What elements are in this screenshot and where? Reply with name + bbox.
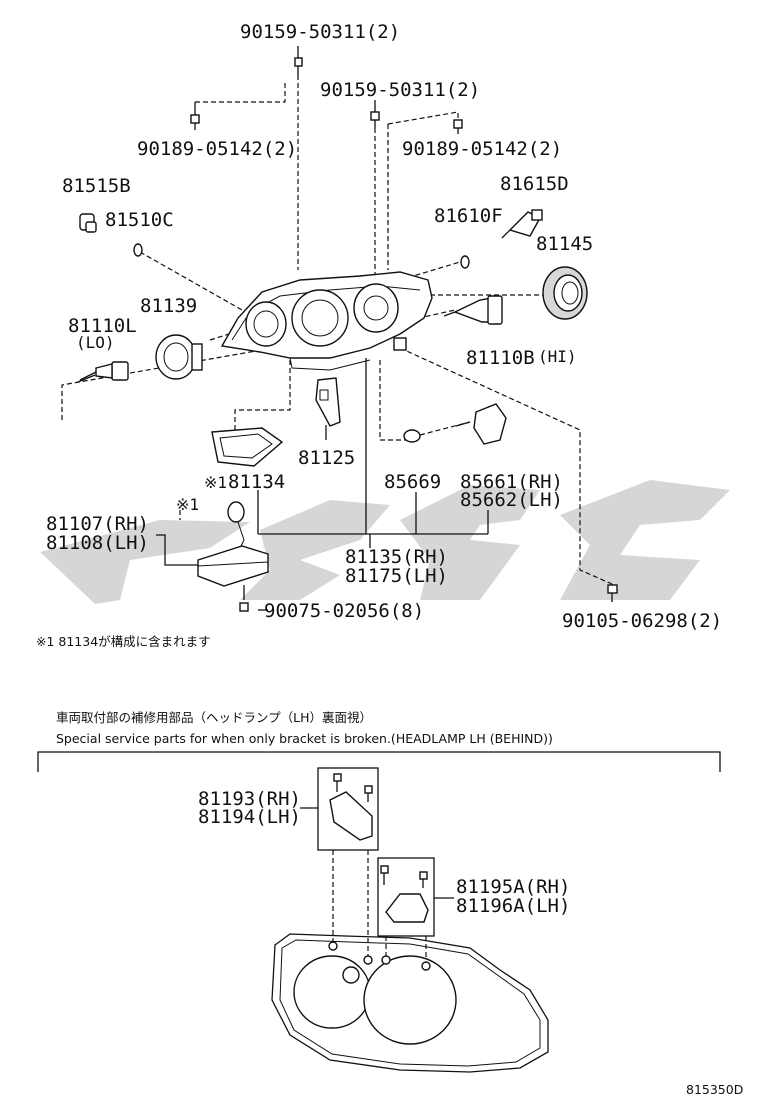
watermark-logo: [40, 480, 730, 604]
label-85669: 85669: [384, 471, 441, 493]
label-81125: 81125: [298, 447, 355, 469]
label-90075: 90075-02056(8): [264, 600, 424, 622]
label-81194: 81194(LH): [198, 806, 301, 828]
label-81610F: 81610F: [434, 205, 503, 227]
label-81510C: 81510C: [105, 209, 174, 231]
label-81135: 81135(RH): [345, 546, 448, 568]
label-81134: 81134: [228, 471, 285, 493]
bulb-81110L-icon: [79, 361, 129, 381]
section-frame: [37, 751, 721, 772]
diagram-id: 815350D: [686, 1082, 743, 1097]
label-85662: 85662(LH): [460, 489, 563, 511]
label-81515B: 81515B: [62, 175, 131, 197]
headlamp-rear-outline: [271, 933, 549, 1073]
bracket-section: 車両取付部の補修用部品（ヘッドランプ（LH）裏面視） Special servi…: [37, 710, 743, 1097]
bolt-90075-icon: [239, 602, 249, 612]
section-title-jp: 車両取付部の補修用部品（ヘッドランプ（LH）裏面視）: [56, 710, 372, 725]
part-shapes: [79, 57, 618, 612]
label-81193: 81193(RH): [198, 788, 301, 810]
section-title-en: Special service parts for when only brac…: [56, 731, 553, 746]
ballast-81107-icon: [197, 501, 269, 587]
label-81107: 81107(RH): [46, 513, 149, 535]
label-81134-mark: ※1: [204, 473, 227, 492]
label-81108: 81108(LH): [46, 532, 149, 554]
bolt-90189-right-icon: [453, 119, 463, 134]
bolt-90105-icon: [607, 584, 618, 594]
oring-85669-icon: [403, 429, 421, 443]
label-81110B-sub: (HI): [538, 347, 577, 366]
label-81615D: 81615D: [500, 173, 569, 195]
label-81107-mark: ※1: [176, 495, 199, 514]
label-81110L-sub: (LO): [76, 333, 115, 352]
headlamp-assembly-icon: [220, 271, 433, 371]
label-81195A: 81195A(RH): [456, 876, 570, 898]
motor-85661-icon: [455, 403, 507, 445]
gasket-81134-icon: [211, 427, 284, 467]
bulb-81510C-icon: [133, 243, 143, 257]
bolt-90189-left-icon: [190, 114, 200, 130]
footnote: ※1 81134が構成に含まれます: [36, 634, 211, 649]
bracket-81193-box: [317, 767, 379, 851]
bulb-81110B-icon: [443, 295, 503, 325]
socket-81615D-icon: [501, 209, 543, 239]
label-81139: 81139: [140, 295, 197, 317]
part-labels-top: 90159-50311(2) 90159-50311(2) 90189-0514…: [36, 21, 722, 649]
bracket-81193-icon: [329, 773, 373, 841]
label-90159-top: 90159-50311(2): [240, 21, 400, 43]
label-90189-left: 90189-05142(2): [137, 138, 297, 160]
label-90105: 90105-06298(2): [562, 610, 722, 632]
socket-81515B-icon: [79, 213, 97, 233]
label-90159-mid: 90159-50311(2): [320, 79, 480, 101]
label-81110B: 81110B: [466, 347, 535, 369]
label-90189-right: 90189-05142(2): [402, 138, 562, 160]
label-85661: 85661(RH): [460, 471, 563, 493]
label-81145: 81145: [536, 233, 593, 255]
bracket-81195-icon: [380, 865, 429, 923]
label-81110L: 81110L: [68, 315, 137, 337]
bracket-81125-icon: [315, 377, 341, 427]
bulb-81610F-icon: [460, 255, 470, 269]
label-81175: 81175(LH): [345, 565, 448, 587]
bolt-90159-top-icon: [294, 57, 303, 76]
bolt-90159-mid-icon: [370, 111, 380, 128]
cap-81139-icon: [155, 334, 203, 380]
label-81196A: 81196A(LH): [456, 895, 570, 917]
cap-81145-icon: [542, 266, 588, 320]
bracket-81195-box: [377, 857, 435, 937]
